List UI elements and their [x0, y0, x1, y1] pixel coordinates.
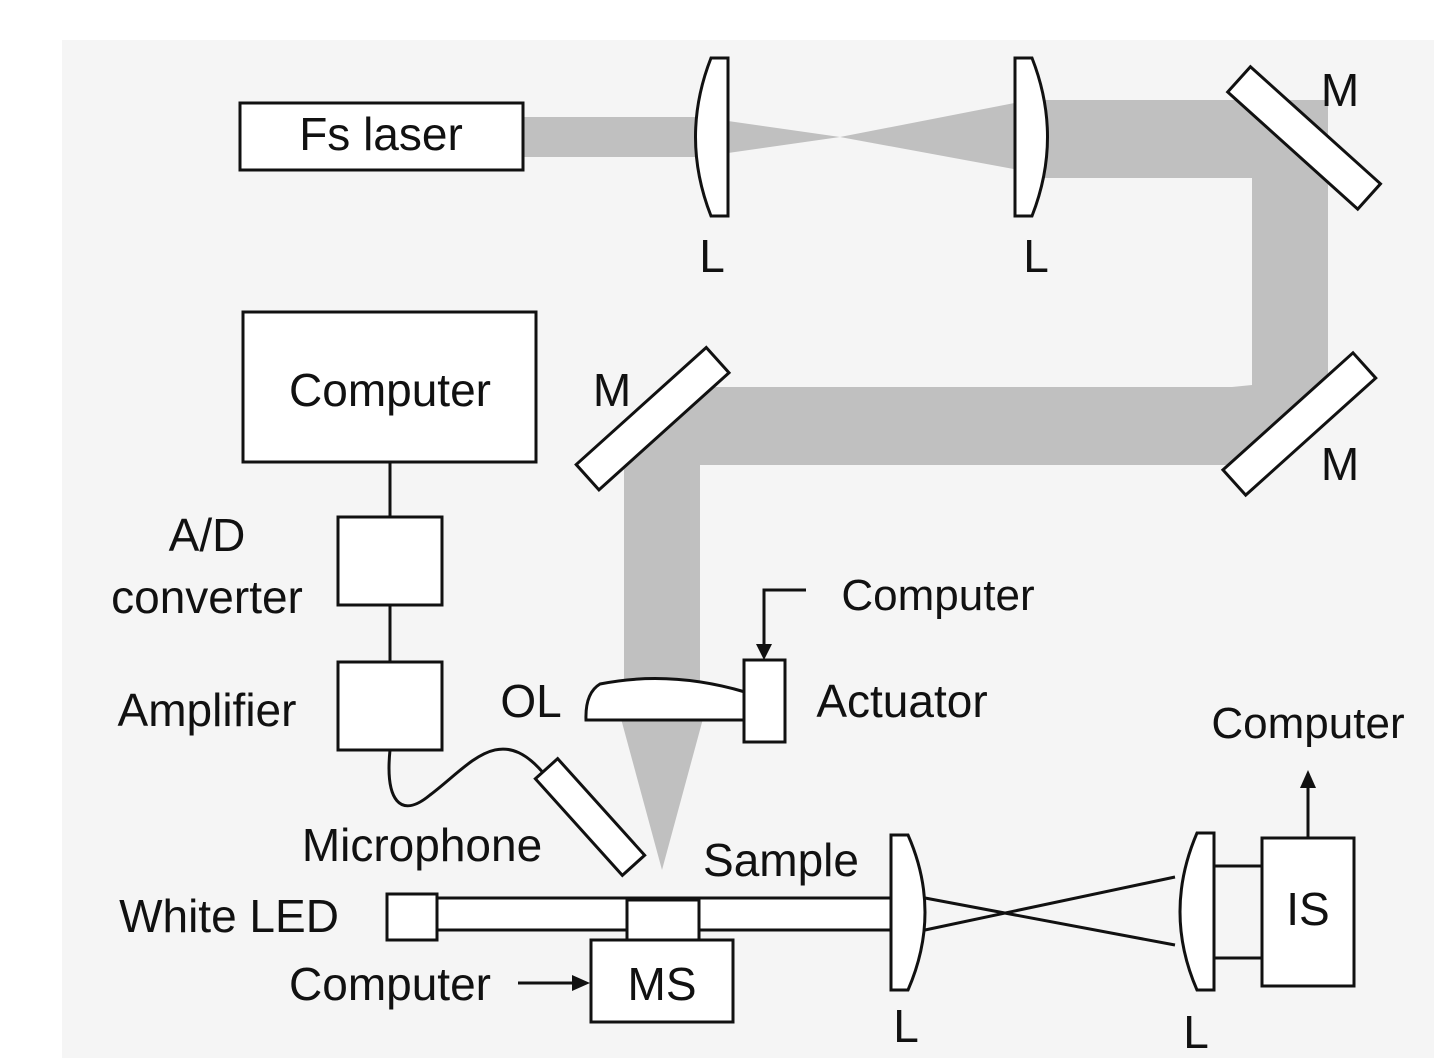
- beam-laser-to-lens: [522, 117, 702, 157]
- lens-3: [889, 833, 927, 992]
- mirror-bottom-right: [1220, 350, 1378, 498]
- beam-middle-horizontal: [660, 387, 1252, 465]
- objective-lens-label: OL: [500, 675, 561, 727]
- lens-2: [1013, 56, 1049, 218]
- beam-focus-cone-right: [840, 100, 1030, 172]
- amplifier-label: Amplifier: [118, 684, 297, 736]
- laser-beam: [522, 100, 1328, 870]
- white-led-label: White LED: [119, 890, 339, 942]
- motorized-stage-label: MS: [628, 958, 697, 1010]
- lens-4-label: L: [1183, 1006, 1209, 1058]
- computer-stage-label: Computer: [289, 958, 491, 1010]
- computer-box-main: [241, 310, 538, 464]
- computer-actuator-label: Computer: [841, 571, 1034, 620]
- microphone: [533, 756, 647, 878]
- fs-laser-label: Fs laser: [299, 108, 463, 160]
- amplifier-box: [336, 660, 444, 752]
- fs-laser-box: [238, 101, 525, 172]
- objective-lens: [584, 677, 747, 722]
- beam-right-vertical: [1252, 175, 1328, 387]
- lens-2-label: L: [1023, 230, 1049, 282]
- sample-box: [625, 898, 701, 942]
- beam-expanded-top: [1025, 100, 1257, 178]
- ad-converter-label-line1: A/D: [169, 509, 246, 561]
- mirror-top-right: [1225, 64, 1383, 212]
- ad-converter-box: [336, 515, 444, 607]
- imaging-rays: [924, 875, 1176, 947]
- mirror-top-right-label: M: [1321, 64, 1359, 116]
- computer-sensor-label: Computer: [1211, 699, 1404, 748]
- lens-3-label: L: [893, 1000, 919, 1052]
- arrowhead-actuator: [756, 644, 772, 660]
- microphone-label: Microphone: [302, 819, 542, 871]
- mirror-left-label: M: [593, 364, 631, 416]
- arrow-computer-to-actuator: [762, 588, 806, 650]
- microphone-cable: [387, 747, 547, 808]
- arrowhead-stage: [572, 975, 590, 991]
- image-sensor-box: [1260, 836, 1356, 988]
- beam-focus-to-sample: [620, 715, 704, 870]
- white-led-box: [385, 892, 439, 942]
- motorized-stage-box: [589, 938, 735, 1024]
- ad-converter-label-line2: converter: [111, 571, 303, 623]
- arrowhead-sensor-computer: [1300, 770, 1316, 788]
- sample-label: Sample: [703, 834, 859, 886]
- beam-focus-cone-left: [700, 117, 840, 157]
- lens-1: [694, 56, 730, 218]
- lens-4: [1178, 831, 1216, 992]
- actuator-box: [742, 658, 787, 744]
- mirror-left: [574, 345, 732, 492]
- mirror-bottom-right-label: M: [1321, 438, 1359, 490]
- beam-left-vertical: [624, 465, 700, 687]
- computer-main-label: Computer: [289, 364, 491, 416]
- actuator-label: Actuator: [816, 675, 987, 727]
- image-sensor-label: IS: [1286, 883, 1329, 935]
- lens-1-label: L: [699, 230, 725, 282]
